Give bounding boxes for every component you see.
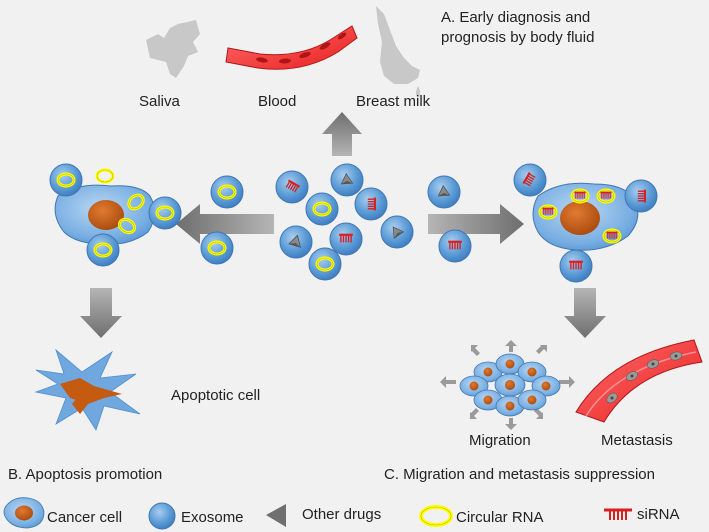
breast-icon — [376, 6, 420, 98]
legend-other-drugs-icon — [266, 504, 286, 527]
saliva-label: Saliva — [139, 93, 180, 110]
breast-milk-label: Breast milk — [356, 93, 431, 110]
metastasis-label: Metastasis — [601, 432, 673, 449]
arrow-left-icon — [176, 204, 274, 244]
legend-exosome-icon — [148, 502, 176, 530]
section-a-title: A. Early diagnosis and prognosis by body… — [441, 8, 594, 48]
legend-circular-rna-icon — [419, 505, 453, 527]
section-c-title: C. Migration and metastasis suppression — [384, 466, 655, 483]
exosome-cluster — [275, 163, 414, 281]
blood-vessel-icon — [225, 25, 358, 70]
migration-cluster — [440, 340, 575, 430]
legend-sirna-label: siRNA — [637, 506, 680, 523]
legend-sirna-icon — [604, 508, 632, 520]
legend-exosome-label: Exosome — [181, 509, 244, 526]
blood-label: Blood — [258, 93, 297, 110]
legend-circular-rna-label: Circular RNA — [456, 509, 544, 526]
cancer-cell-left — [49, 163, 182, 267]
legend-other-drugs-label: Other drugs — [302, 506, 382, 523]
section-a-title-line2: prognosis by body fluid — [441, 29, 595, 46]
arrow-down-right-icon — [564, 288, 606, 338]
saliva-icon — [146, 20, 200, 78]
legend-cancer-cell-icon — [3, 497, 45, 529]
arrow-down-left-icon — [80, 288, 122, 338]
section-b-title: B. Apoptosis promotion — [8, 466, 163, 483]
cancer-cell-right — [513, 163, 658, 283]
apoptotic-cell-label: Apoptotic cell — [171, 387, 261, 404]
section-a-title-line1: A. Early diagnosis and — [441, 9, 591, 26]
legend-cancer-cell-label: Cancer cell — [47, 509, 123, 526]
arrow-up-icon — [322, 112, 362, 156]
migration-label: Migration — [469, 432, 531, 449]
apoptotic-cell — [34, 348, 141, 431]
metastasis-vessel-icon — [575, 339, 703, 423]
